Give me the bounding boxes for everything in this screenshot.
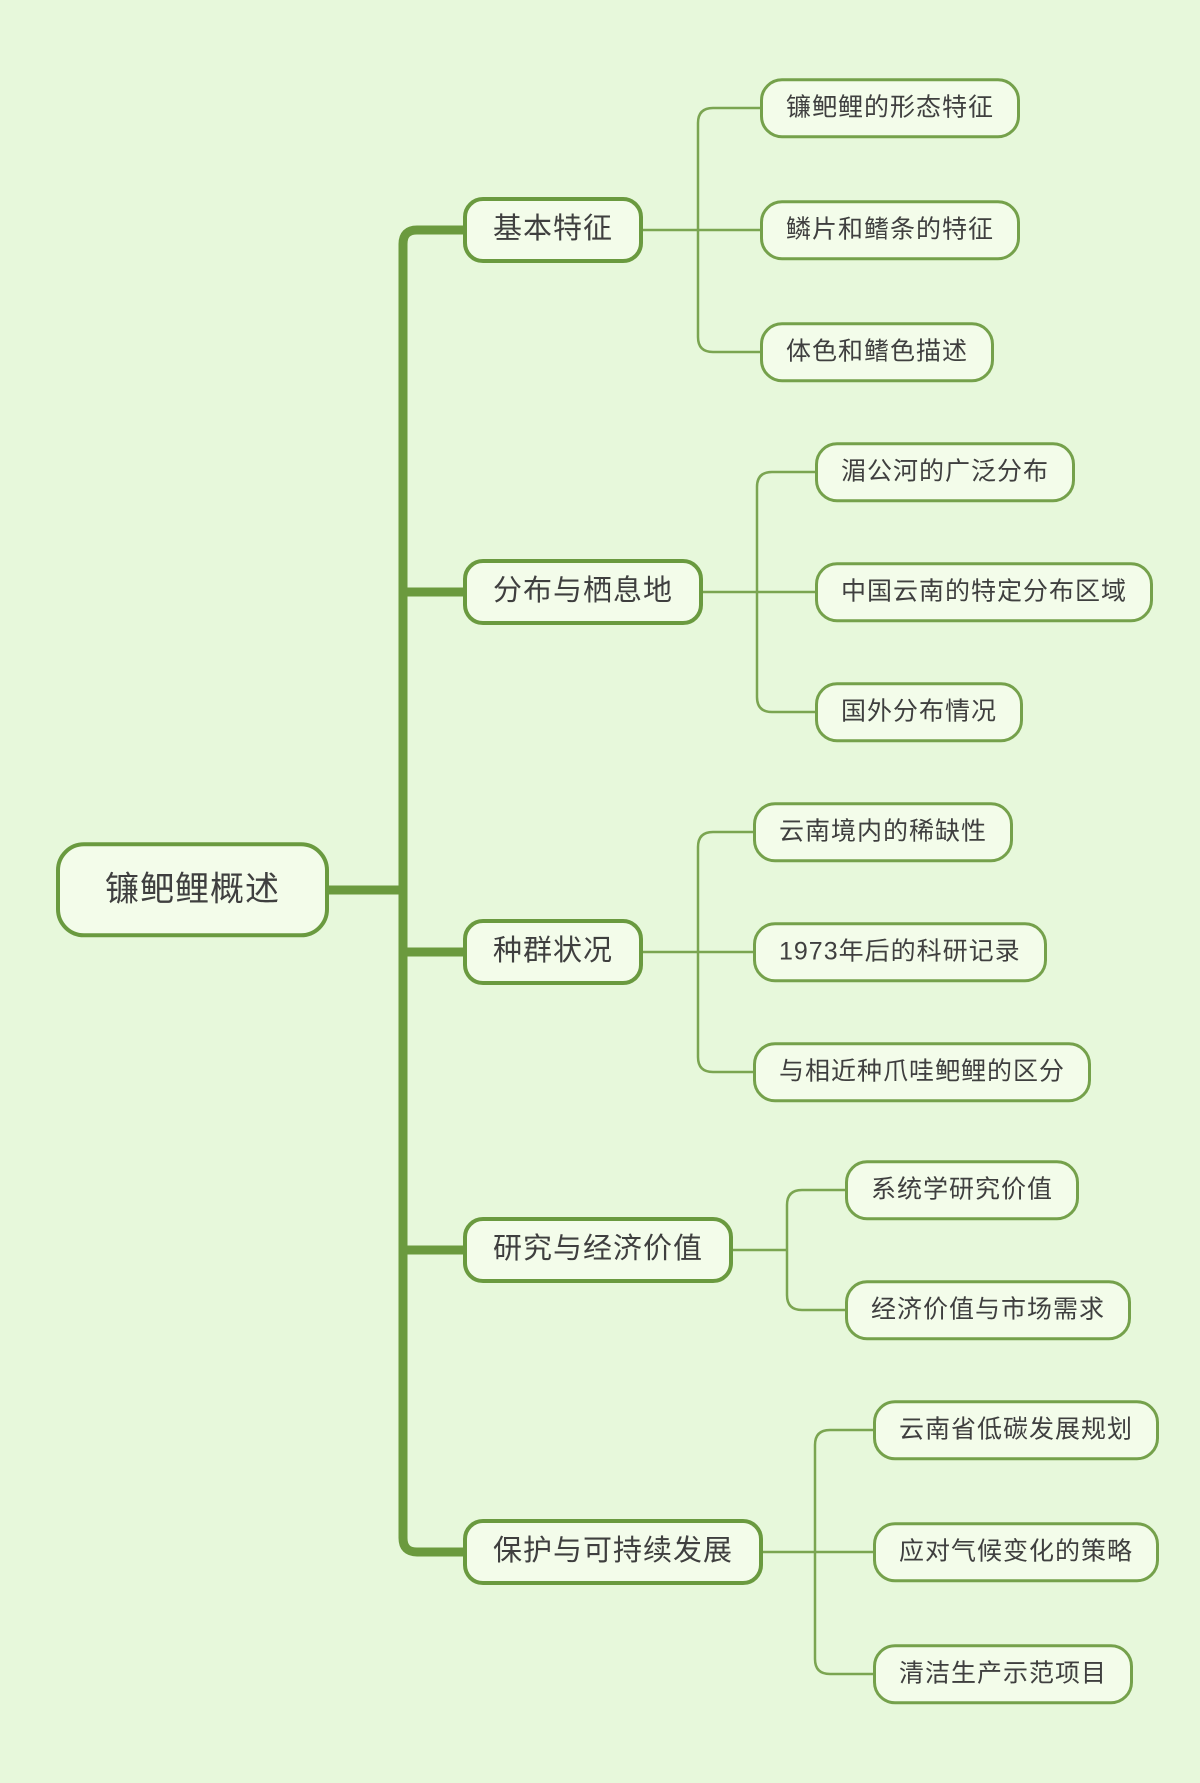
child-node-economic-market-demand[interactable]: 经济价值与市场需求 — [845, 1280, 1132, 1340]
child-node-yunnan-rarity[interactable]: 云南境内的稀缺性 — [753, 802, 1014, 862]
branch-node-distribution-habitat[interactable]: 分布与栖息地 — [463, 559, 704, 625]
branch-node-conservation-sustainable[interactable]: 保护与可持续发展 — [463, 1519, 764, 1585]
child-node-clean-production[interactable]: 清洁生产示范项目 — [873, 1644, 1134, 1704]
branch-node-basic-features[interactable]: 基本特征 — [463, 197, 644, 263]
child-node-low-carbon-plan[interactable]: 云南省低碳发展规划 — [873, 1400, 1160, 1460]
child-node-morphology[interactable]: 镰鲃鲤的形态特征 — [760, 78, 1021, 138]
child-node-foreign-distribution[interactable]: 国外分布情况 — [815, 682, 1024, 742]
trunk-line — [398, 225, 470, 1557]
child-node-climate-strategy[interactable]: 应对气候变化的策略 — [873, 1522, 1160, 1582]
root-node[interactable]: 镰鲃鲤概述 — [56, 842, 329, 938]
child-node-mekong-distribution[interactable]: 湄公河的广泛分布 — [815, 442, 1076, 502]
child-node-systematics-value[interactable]: 系统学研究价值 — [845, 1160, 1080, 1220]
branch-node-research-economic-value[interactable]: 研究与经济价值 — [463, 1217, 734, 1283]
child-node-body-fin-color[interactable]: 体色和鳍色描述 — [760, 322, 995, 382]
child-node-post-1973-records[interactable]: 1973年后的科研记录 — [753, 922, 1047, 982]
child-node-scales-fin-rays[interactable]: 鳞片和鳍条的特征 — [760, 200, 1021, 260]
child-node-yunnan-distribution[interactable]: 中国云南的特定分布区域 — [815, 562, 1154, 622]
branch-node-population-status[interactable]: 种群状况 — [463, 919, 644, 985]
child-node-java-barb-distinction[interactable]: 与相近种爪哇鲃鲤的区分 — [753, 1042, 1092, 1102]
